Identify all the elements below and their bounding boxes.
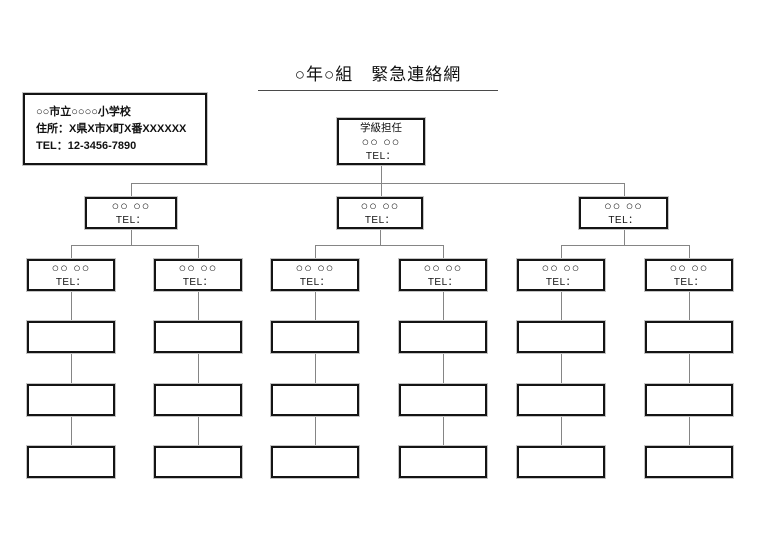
connector-line bbox=[315, 291, 316, 321]
connector-line bbox=[561, 245, 689, 246]
branch-node-1: ○○ ○○ TEL： bbox=[85, 197, 177, 229]
connector-line bbox=[71, 353, 72, 384]
connector-line bbox=[689, 353, 690, 384]
empty-member-box bbox=[399, 384, 487, 416]
leaf-name: ○○ ○○ bbox=[541, 261, 581, 275]
leaf-name: ○○ ○○ bbox=[423, 261, 463, 275]
connector-line bbox=[689, 416, 690, 446]
connector-line bbox=[443, 353, 444, 384]
empty-member-box bbox=[517, 384, 605, 416]
empty-member-box bbox=[27, 321, 115, 353]
leaf-node-3: ○○ ○○ TEL： bbox=[271, 259, 359, 291]
leaf-tel-label: TEL： bbox=[299, 277, 331, 288]
branch-node-2: ○○ ○○ TEL： bbox=[337, 197, 423, 229]
branch-tel-label: TEL： bbox=[115, 215, 147, 226]
empty-member-box bbox=[517, 446, 605, 478]
empty-member-box bbox=[645, 384, 733, 416]
connector-line bbox=[198, 291, 199, 321]
connector-line bbox=[198, 245, 199, 259]
connector-line bbox=[689, 291, 690, 321]
leaf-name: ○○ ○○ bbox=[178, 261, 218, 275]
leaf-node-6: ○○ ○○ TEL： bbox=[645, 259, 733, 291]
connector-line bbox=[381, 165, 382, 197]
leaf-tel-label: TEL： bbox=[182, 277, 214, 288]
empty-member-box bbox=[271, 321, 359, 353]
connector-line bbox=[131, 183, 132, 197]
leaf-name: ○○ ○○ bbox=[295, 261, 335, 275]
empty-member-box bbox=[27, 384, 115, 416]
connector-line bbox=[689, 245, 690, 259]
branch-node-3: ○○ ○○ TEL： bbox=[579, 197, 668, 229]
leaf-node-2: ○○ ○○ TEL： bbox=[154, 259, 242, 291]
empty-member-box bbox=[399, 321, 487, 353]
connector-line bbox=[443, 245, 444, 259]
branch-tel-label: TEL： bbox=[608, 215, 639, 226]
connector-line bbox=[561, 245, 562, 259]
connector-line bbox=[561, 291, 562, 321]
page-title: ○年○組 緊急連絡網 bbox=[258, 60, 498, 91]
connector-line bbox=[561, 416, 562, 446]
root-role-label: 学級担任 bbox=[360, 121, 402, 134]
empty-member-box bbox=[27, 446, 115, 478]
empty-member-box bbox=[271, 384, 359, 416]
empty-member-box bbox=[154, 446, 242, 478]
branch-name: ○○ ○○ bbox=[111, 199, 151, 213]
school-name: ○○市立○○○○小学校 bbox=[36, 106, 131, 118]
connector-line bbox=[71, 291, 72, 321]
leaf-name: ○○ ○○ bbox=[51, 261, 91, 275]
empty-member-box bbox=[154, 321, 242, 353]
connector-line bbox=[315, 353, 316, 384]
branch-tel-label: TEL： bbox=[364, 215, 396, 226]
connector-line bbox=[198, 416, 199, 446]
connector-line bbox=[131, 229, 132, 245]
branch-name: ○○ ○○ bbox=[360, 199, 400, 213]
school-address: 住所：X県X市X町X番XXXXXX bbox=[36, 123, 187, 135]
empty-member-box bbox=[645, 321, 733, 353]
connector-line bbox=[71, 416, 72, 446]
connector-line bbox=[71, 245, 72, 259]
leaf-tel-label: TEL： bbox=[427, 277, 459, 288]
empty-member-box bbox=[399, 446, 487, 478]
school-tel: TEL：12-3456-7890 bbox=[36, 140, 137, 152]
empty-member-box bbox=[154, 384, 242, 416]
branch-name: ○○ ○○ bbox=[604, 199, 643, 213]
connector-line bbox=[315, 416, 316, 446]
leaf-tel-label: TEL： bbox=[673, 277, 705, 288]
leaf-node-4: ○○ ○○ TEL： bbox=[399, 259, 487, 291]
connector-line bbox=[131, 183, 624, 184]
empty-member-box bbox=[517, 321, 605, 353]
empty-member-box bbox=[645, 446, 733, 478]
root-node-teacher: 学級担任 ○○ ○○ TEL： bbox=[337, 118, 425, 165]
connector-line bbox=[71, 245, 198, 246]
leaf-name: ○○ ○○ bbox=[669, 261, 709, 275]
connector-line bbox=[380, 229, 381, 245]
connector-line bbox=[315, 245, 316, 259]
connector-line bbox=[624, 183, 625, 197]
connector-line bbox=[443, 416, 444, 446]
empty-member-box bbox=[271, 446, 359, 478]
leaf-node-5: ○○ ○○ TEL： bbox=[517, 259, 605, 291]
connector-line bbox=[198, 353, 199, 384]
connector-line bbox=[443, 291, 444, 321]
connector-line bbox=[561, 353, 562, 384]
connector-line bbox=[624, 229, 625, 245]
leaf-tel-label: TEL： bbox=[55, 277, 87, 288]
school-info-box: ○○市立○○○○小学校 住所：X県X市X町X番XXXXXX TEL：12-345… bbox=[23, 93, 207, 165]
connector-line bbox=[315, 245, 443, 246]
root-name: ○○ ○○ bbox=[361, 134, 401, 149]
leaf-node-1: ○○ ○○ TEL： bbox=[27, 259, 115, 291]
root-tel-label: TEL： bbox=[365, 150, 397, 162]
leaf-tel-label: TEL： bbox=[545, 277, 577, 288]
